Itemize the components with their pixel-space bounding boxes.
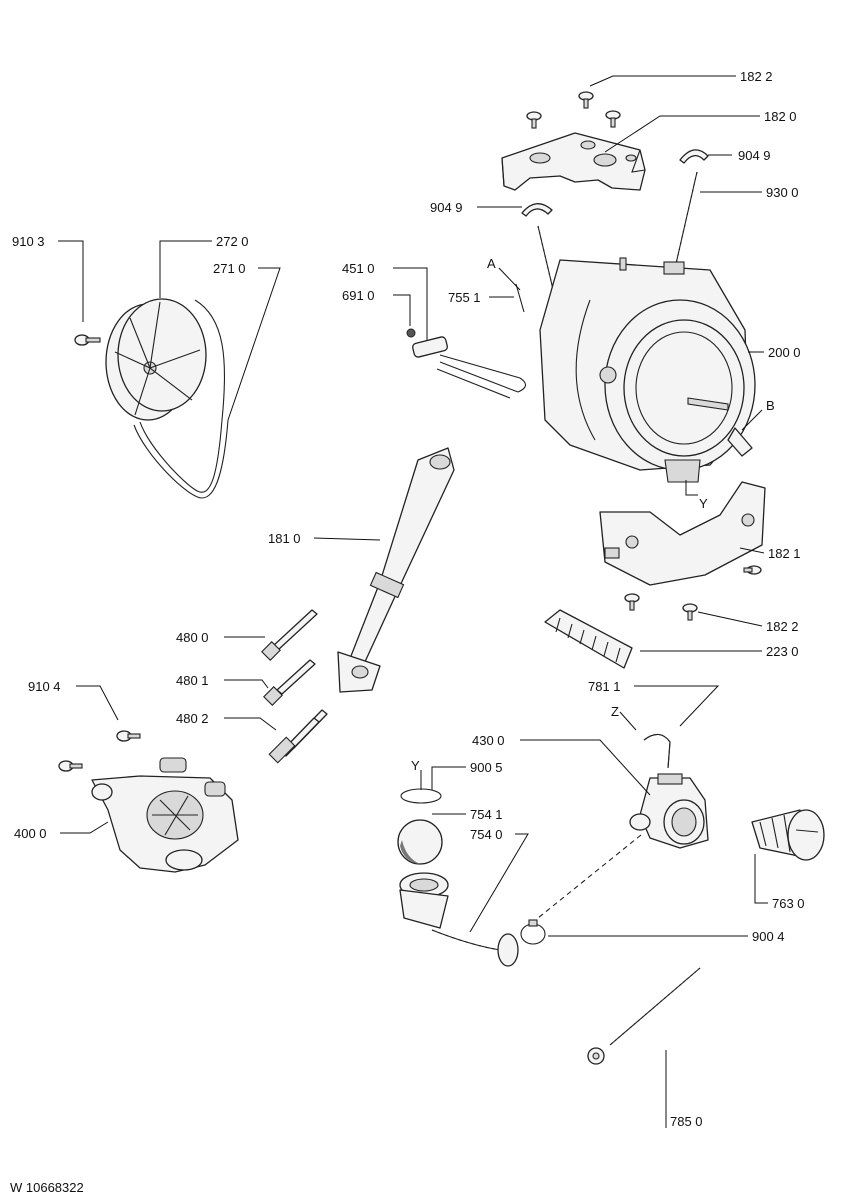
label-400-0: 400 0: [14, 826, 47, 841]
label-182-2-bottom: 182 2: [766, 619, 799, 634]
pump-filter-drawing: [751, 809, 825, 861]
damper-rubber-drawing: [544, 609, 633, 669]
hose-clamps-drawing: [521, 149, 709, 217]
label-763-0: 763 0: [772, 896, 805, 911]
label-754-0: 754 0: [470, 827, 503, 842]
label-272-0: 272 0: [216, 234, 249, 249]
drain-pump-drawing: [629, 773, 709, 849]
label-Y-drum: Y: [699, 496, 708, 511]
label-900-4: 900 4: [752, 929, 785, 944]
valve-ball-drawing: [397, 819, 443, 865]
top-counterweight-drawing: [501, 132, 646, 191]
label-910-3: 910 3: [12, 234, 45, 249]
label-755-1: 755 1: [448, 290, 481, 305]
document-id: W 10668322: [10, 1180, 84, 1195]
motor-screws-drawing: [58, 730, 141, 772]
label-691-0: 691 0: [342, 288, 375, 303]
tub-drawing: [539, 257, 756, 483]
leader-lines: [58, 75, 768, 1128]
label-910-4: 910 4: [28, 679, 61, 694]
label-930-0: 930 0: [766, 185, 799, 200]
label-271-0: 271 0: [213, 261, 246, 276]
drive-belt-drawing: [133, 299, 229, 499]
pin-755-1-drawing: [515, 283, 525, 313]
label-754-1: 754 1: [470, 807, 503, 822]
label-B: B: [766, 398, 775, 413]
label-480-1: 480 1: [176, 673, 209, 688]
callout-labels: 182 2 182 0 904 9 930 0 904 9 910 3 272 …: [10, 69, 805, 1195]
sump-hose-drawing: [399, 872, 519, 967]
ntc-sensor-drawing: [406, 328, 416, 338]
drain-hose-drawing: [587, 967, 701, 1065]
label-781-1: 781 1: [588, 679, 621, 694]
sealing-ring-drawing: [400, 788, 442, 804]
top-screws-drawing: [526, 91, 621, 129]
pump-hose-drawing: [643, 733, 671, 769]
motor-drawing: [91, 757, 239, 873]
hose-clamp-drawing: [520, 919, 546, 945]
label-Y-ring: Y: [411, 758, 420, 773]
label-900-5: 900 5: [470, 760, 503, 775]
screws-480-drawing: [261, 609, 328, 764]
lower-counterweight-drawing: [599, 481, 766, 586]
label-182-0: 182 0: [764, 109, 797, 124]
label-480-0: 480 0: [176, 630, 209, 645]
heater-drawing: [412, 336, 527, 399]
label-A: A: [487, 256, 496, 271]
label-785-0: 785 0: [670, 1114, 703, 1129]
label-451-0: 451 0: [342, 261, 375, 276]
label-182-1: 182 1: [768, 546, 801, 561]
screw-910-3-drawing: [74, 334, 101, 346]
label-Z: Z: [611, 704, 619, 719]
label-181-0: 181 0: [268, 531, 301, 546]
label-480-2: 480 2: [176, 711, 209, 726]
label-182-2-top: 182 2: [740, 69, 773, 84]
label-430-0: 430 0: [472, 733, 505, 748]
label-200-0: 200 0: [768, 345, 801, 360]
shock-absorber-drawing: [337, 447, 455, 693]
pulley-drawing: [105, 298, 207, 421]
label-223-0: 223 0: [766, 644, 799, 659]
screws-182-2-drawing: [624, 565, 762, 621]
label-904-9-left: 904 9: [430, 200, 463, 215]
label-904-9-right: 904 9: [738, 148, 771, 163]
